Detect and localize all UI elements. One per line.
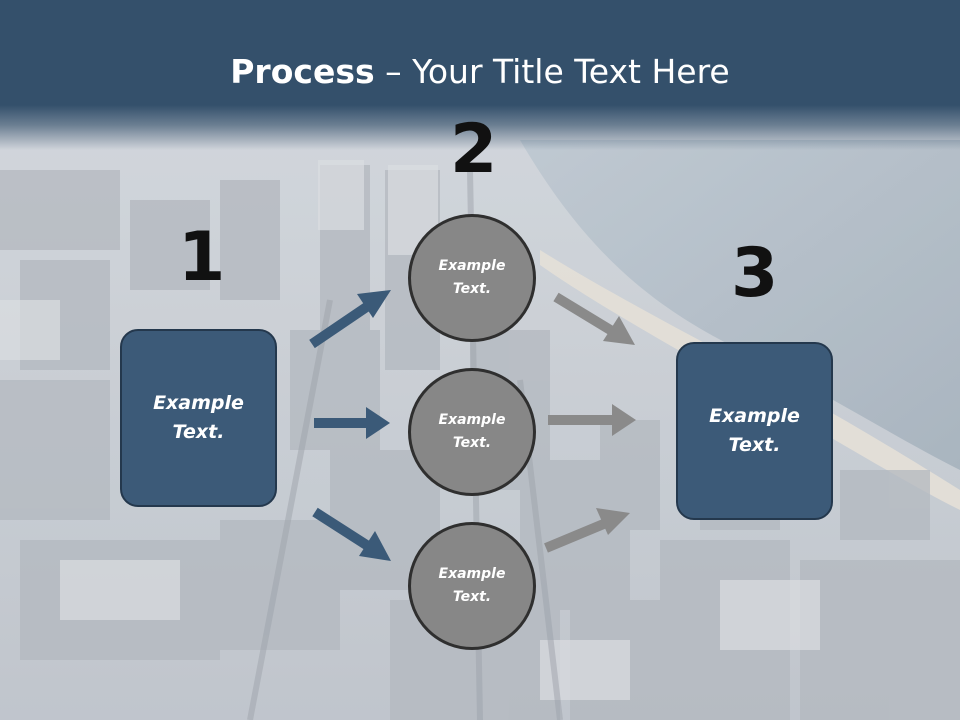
step-number-1: 1 [178,218,226,297]
title-bold: Process [230,52,375,91]
arrow-blue-down [312,507,391,561]
step-number-2: 2 [450,110,498,189]
arrow-gray-up [544,508,630,553]
arrow-gray-right [548,404,636,436]
title-rest: – Your Title Text Here [374,52,730,91]
header-band [0,0,960,150]
arrow-blue-up [309,290,391,349]
arrow-gray-down [553,292,635,345]
slide-title: Process – Your Title Text Here [0,52,960,91]
arrow-blue-right [314,407,390,439]
step-number-3: 3 [731,234,779,313]
